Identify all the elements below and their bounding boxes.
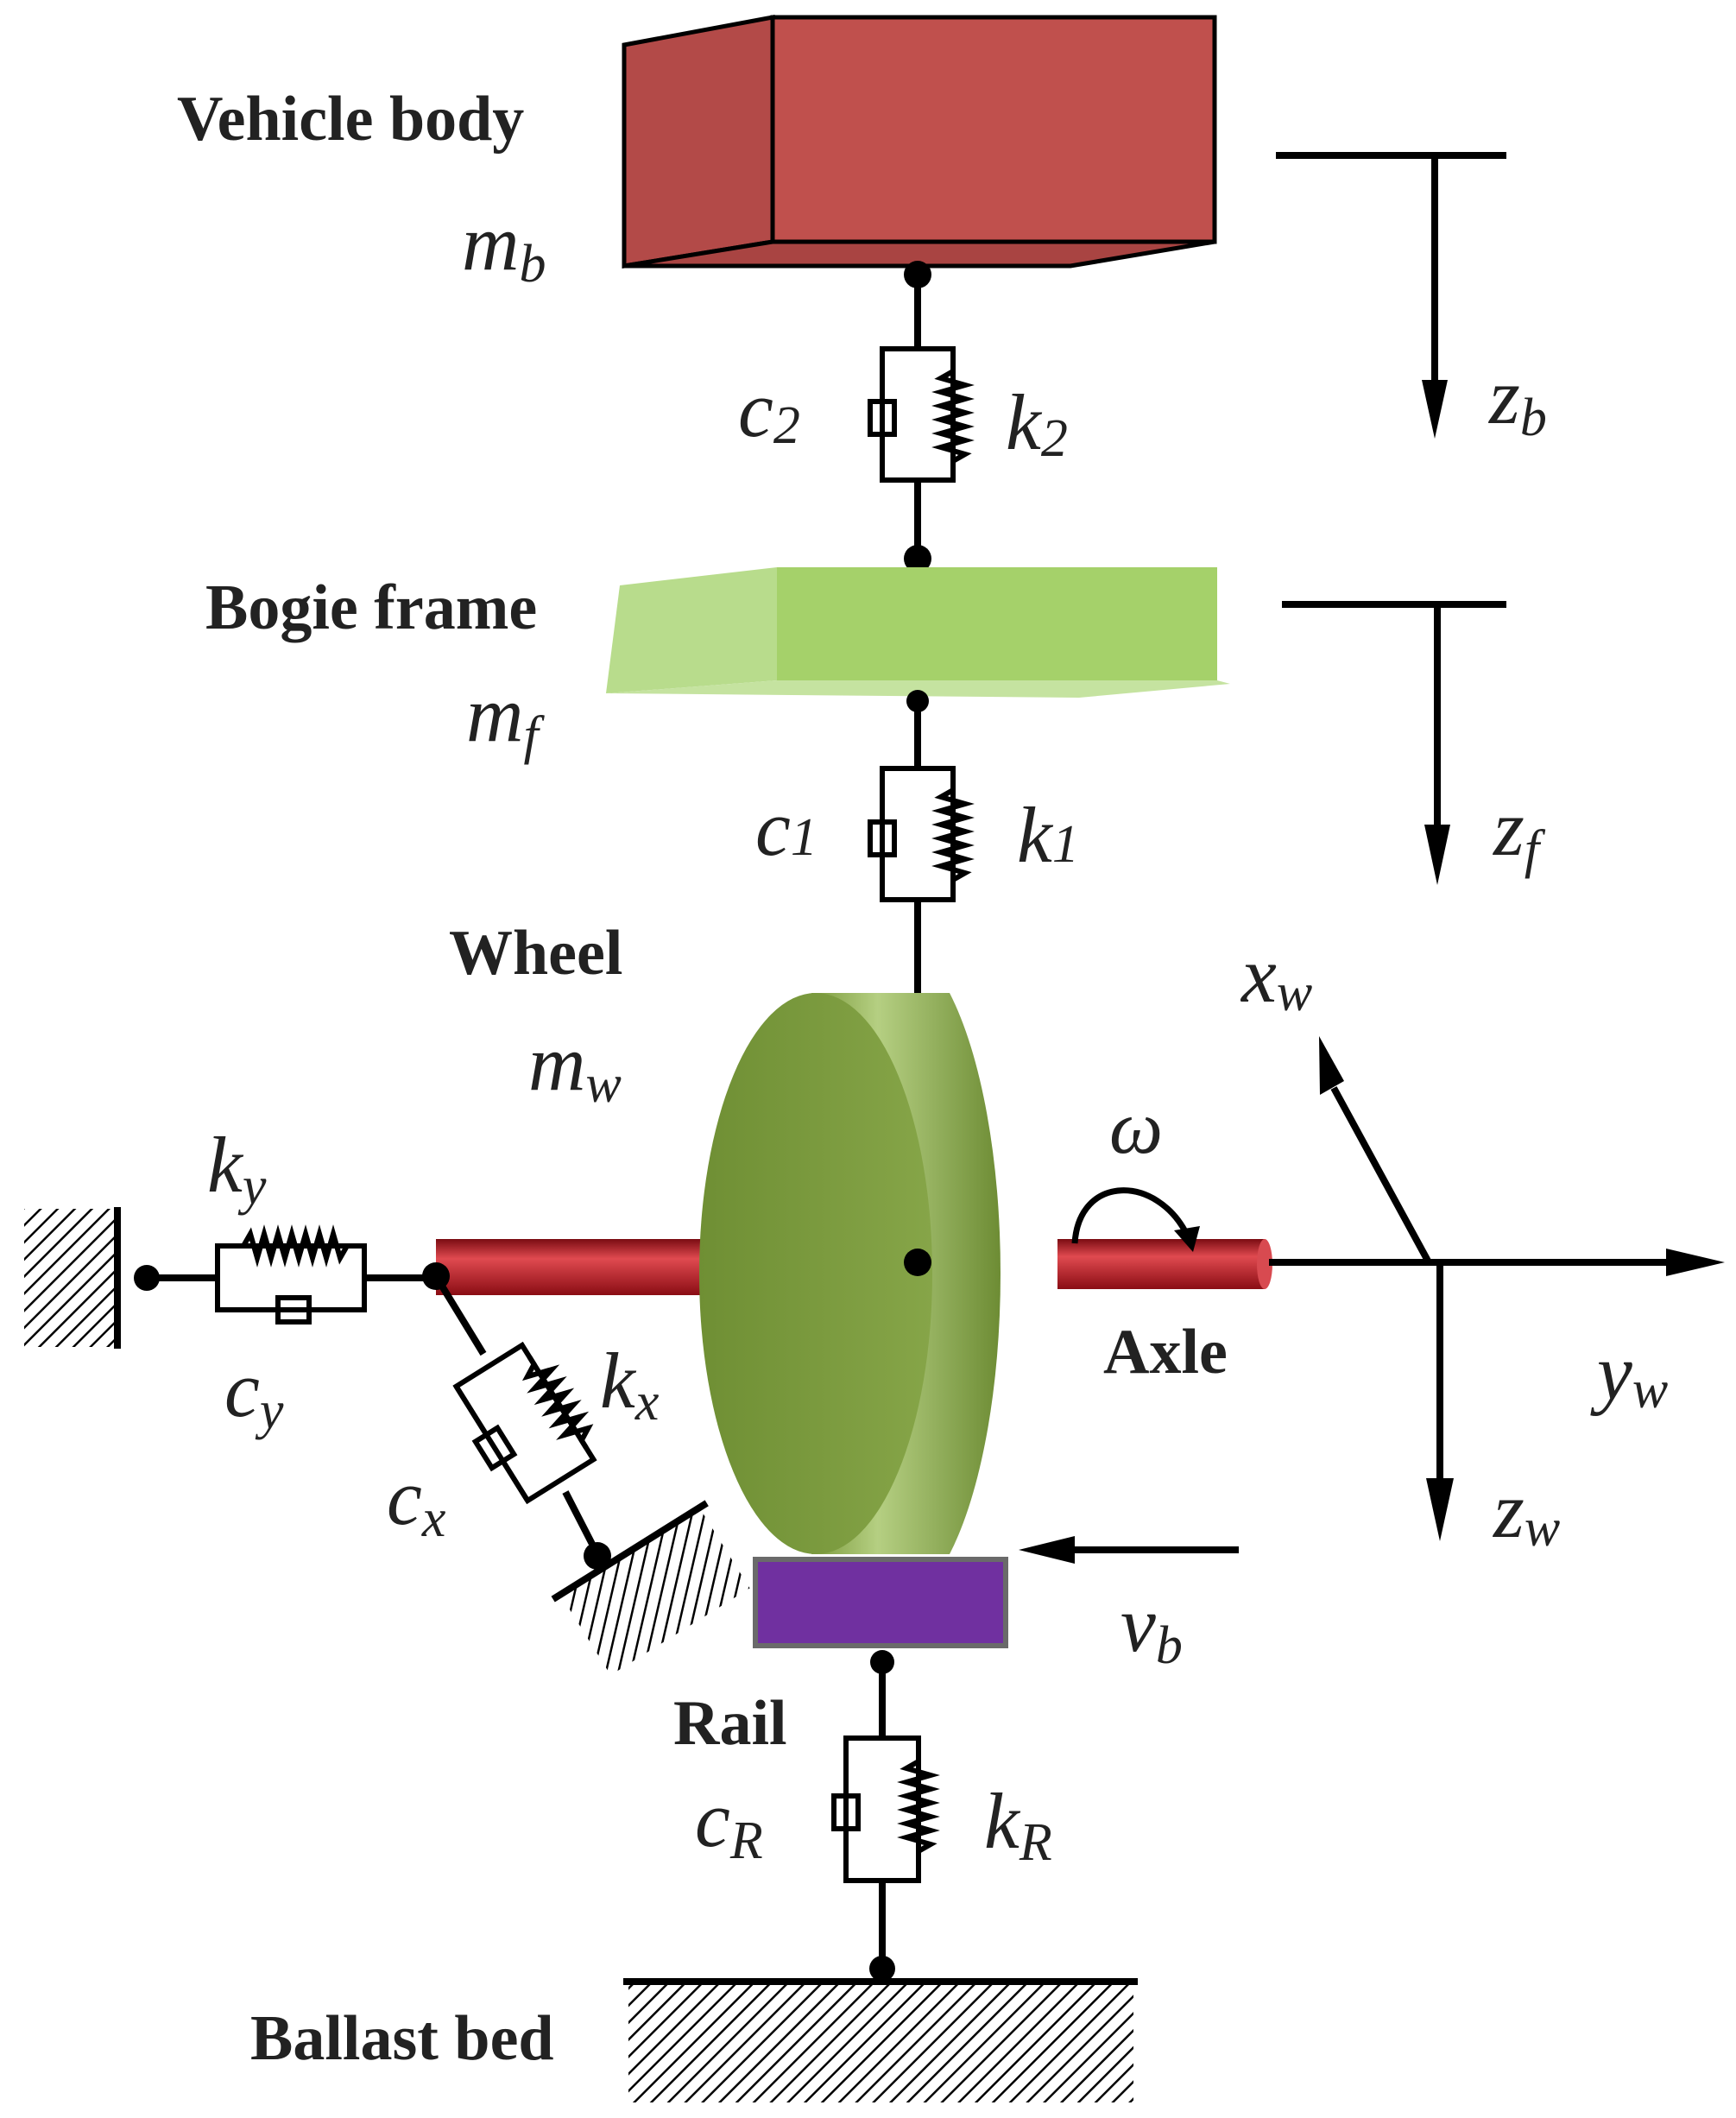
wheel-disc: [699, 993, 1001, 1554]
zb-axis-arrow: [1276, 152, 1506, 439]
ballast-bed-label: Ballast bed: [250, 2003, 554, 2074]
rail-suspension: [831, 1650, 940, 1982]
wheel-center-joint: [904, 1249, 931, 1276]
ky-label: ky: [207, 1121, 267, 1216]
vb-velocity-arrow: [1019, 1536, 1239, 1564]
bogie-frame-block: [606, 567, 1230, 698]
kx-label: kx: [600, 1337, 660, 1432]
yw-label: yw: [1590, 1328, 1668, 1419]
zf-label: zf: [1492, 784, 1546, 879]
mass-wheel-symbol: mw: [528, 1019, 622, 1114]
k2-label: k2: [1006, 378, 1068, 468]
zb-label: zb: [1487, 352, 1547, 447]
c1-label: c1: [755, 784, 817, 872]
secondary-suspension: [868, 261, 975, 572]
vb-label: vb: [1121, 1580, 1183, 1675]
wheel-coordinate-axes: [1269, 1036, 1725, 1541]
kR-label: kR: [984, 1777, 1052, 1872]
ballast-bed-ground: [623, 1978, 1138, 2102]
mass-frame-symbol: mf: [466, 670, 545, 765]
omega-label: ω: [1109, 1086, 1163, 1170]
wheel-label: Wheel: [449, 918, 622, 989]
rail-label: Rail: [673, 1688, 787, 1759]
cR-label: cR: [695, 1775, 763, 1870]
k1-label: k1: [1017, 791, 1079, 879]
cy-label: cy: [224, 1345, 284, 1440]
zf-axis-arrow: [1282, 601, 1506, 885]
mass-body-symbol: mb: [462, 199, 546, 294]
zw-label: zw: [1492, 1466, 1560, 1558]
lateral-support: [24, 1207, 450, 1349]
rail-block: [753, 1557, 1008, 1648]
bogie-frame-label: Bogie frame: [205, 572, 537, 643]
xw-label: xw: [1240, 931, 1312, 1022]
axle-label: Axle: [1103, 1317, 1228, 1388]
longitudinal-support: [432, 1274, 750, 1676]
cx-label: cx: [387, 1453, 446, 1548]
c2-label: c2: [738, 365, 800, 455]
vehicle-body-block: [622, 14, 1217, 269]
vehicle-body-label: Vehicle body: [177, 84, 524, 155]
omega-rotation-arrow: [1071, 1187, 1200, 1252]
